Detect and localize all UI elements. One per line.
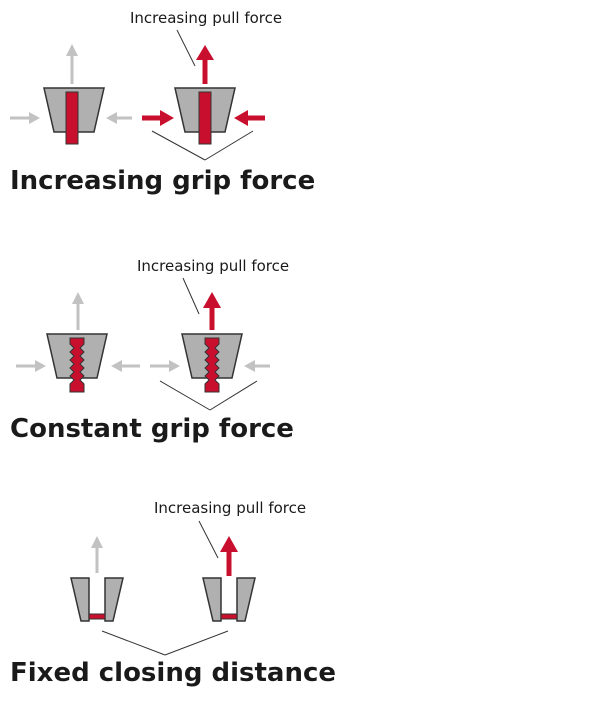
grip-jaw-right [104,577,124,622]
specimen [198,91,212,145]
callout-leader [198,520,219,559]
fixed-grip-low-force [70,536,124,622]
section-constant-grip [16,277,270,411]
grip-arrow-right-gray-icon [106,112,117,124]
callout-leader [176,29,196,67]
pull-arrow-red-icon [203,292,221,308]
grip-arrow-left-gray-icon [35,360,46,372]
grip-arrow-right-gray-icon [244,360,255,372]
specimen [88,613,106,620]
grip-arrow-right-gray-icon [111,360,122,372]
wedge-grip-low-force [16,292,140,393]
callout-label: Increasing pull force [130,9,283,27]
grip-high-force [142,45,265,145]
grip-arrow-left-gray-icon [29,112,40,124]
pull-arrow-gray-icon [72,292,84,304]
serrated-specimen [204,337,220,393]
section-title: Fixed closing distance [10,658,337,688]
specimen [220,613,238,620]
wedge-grip-high-force [150,292,270,393]
grip-jaw-left [202,577,222,622]
pull-arrow-red-icon [196,45,214,60]
callout-label: Increasing pull force [137,257,290,275]
grip-arrow-right-red-icon [234,110,248,126]
grip-jaw-right [236,577,256,622]
grip-arrow-left-gray-icon [169,360,180,372]
section-increasing-grip [10,29,265,161]
serrated-specimen [69,337,85,393]
specimen [65,91,79,145]
pull-arrow-gray-icon [91,536,103,548]
section-title: Constant grip force [10,414,294,444]
pull-arrow-gray-icon [66,44,78,56]
bracket-lines [101,630,229,656]
bracket-lines [159,380,258,411]
bracket-lines [151,130,254,161]
grip-jaw-left [70,577,90,622]
callout-label: Increasing pull force [154,499,307,517]
section-title: Increasing grip force [10,166,316,196]
pull-arrow-red-icon [220,536,238,552]
grip-arrow-left-red-icon [160,110,174,126]
callout-leader [182,277,200,315]
grip-low-force [10,44,132,145]
fixed-grip-high-force [202,536,256,622]
section-fixed-closing [70,520,256,656]
